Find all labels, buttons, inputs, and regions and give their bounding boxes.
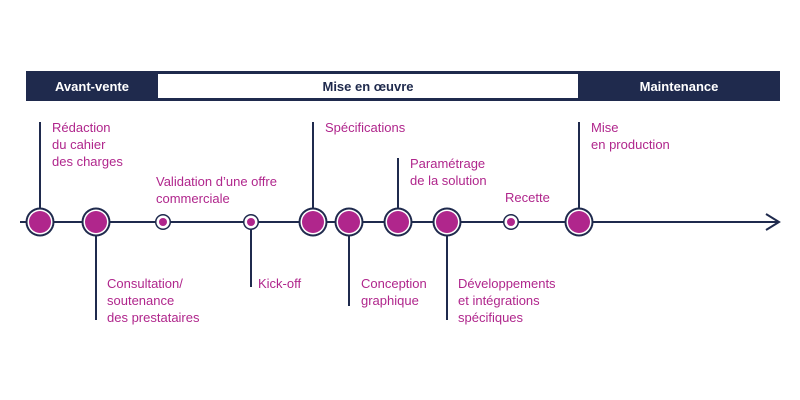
milestone-label-recette: Recette	[505, 190, 550, 205]
milestone-label-consultation: Consultation/ soutenance des prestataire…	[107, 276, 200, 325]
phase-mise-en-oeuvre: Mise en œuvre	[158, 74, 578, 98]
milestone-node-consultation	[81, 207, 111, 237]
milestone-label-kickoff: Kick-off	[258, 276, 302, 291]
milestone-label-conception: Conception graphique	[361, 276, 427, 308]
milestone-node-specifications	[298, 207, 328, 237]
milestone-label-developpements: Développements et intégrations spécifiqu…	[458, 276, 556, 325]
phase-maintenance: Maintenance	[639, 78, 719, 94]
milestone-node-redaction	[25, 207, 55, 237]
milestone-node-parametrage	[383, 207, 413, 237]
milestone-label-mise-en-production: Mise en production	[591, 120, 670, 152]
milestone-node-validation	[155, 214, 171, 230]
milestone-node-kickoff	[243, 214, 259, 230]
milestone-node-conception	[334, 207, 364, 237]
milestone-node-mise-en-production	[564, 207, 594, 237]
phase-bar: Avant-vente Mise en œuvre Maintenance	[26, 71, 780, 101]
milestone-node-developpements	[432, 207, 462, 237]
milestone-node-recette	[503, 214, 519, 230]
milestone-label-redaction: Rédaction du cahier des charges	[52, 120, 123, 169]
milestone-label-parametrage: Paramétrage de la solution	[410, 156, 487, 188]
phase-avant-vente: Avant-vente	[55, 78, 129, 94]
milestone-label-validation: Validation d’une offre commerciale	[156, 174, 277, 206]
arrow-head-icon	[765, 213, 781, 231]
milestone-label-specifications: Spécifications	[325, 120, 406, 135]
